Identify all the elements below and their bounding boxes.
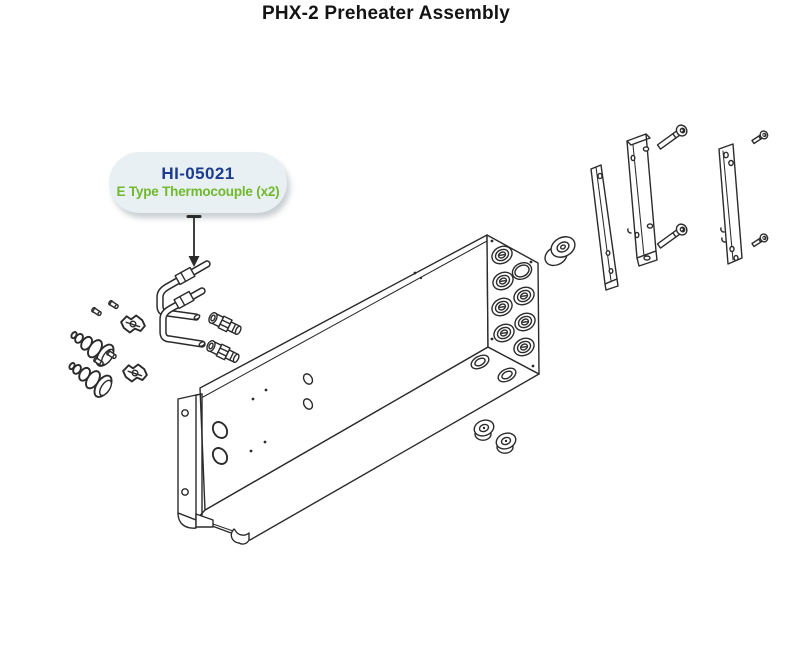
bottom-face-bosses: [470, 354, 517, 383]
part-number-label: HI-05021: [161, 164, 235, 184]
round-cap-fitting: [544, 236, 576, 267]
part-description-label: E Type Thermocouple (x2): [116, 183, 280, 199]
cone-union-nuts: [68, 331, 115, 398]
mounting-bracket-narrow: [590, 164, 619, 291]
foot-tab: [230, 528, 250, 545]
preheater-manifold-body: [177, 234, 540, 545]
short-socket-screws: [751, 130, 769, 248]
compression-fittings: [206, 312, 242, 364]
hex-socket-bolts: [656, 124, 688, 249]
part-callout: HI-05021 E Type Thermocouple (x2): [109, 152, 287, 213]
left-mounting-flange: [177, 393, 214, 529]
e-type-thermocouple-probes: [156, 260, 211, 348]
callout-arrow-icon: [186, 215, 202, 267]
mounting-bracket-outer: [718, 143, 743, 265]
bottom-plug-caps: [473, 419, 517, 454]
page-title: PHX-2 Preheater Assembly: [261, 3, 511, 24]
tube-clamp-hardware: [91, 299, 148, 383]
end-face-port-plugs: [491, 245, 536, 357]
mounting-bracket-wide: [626, 133, 658, 267]
